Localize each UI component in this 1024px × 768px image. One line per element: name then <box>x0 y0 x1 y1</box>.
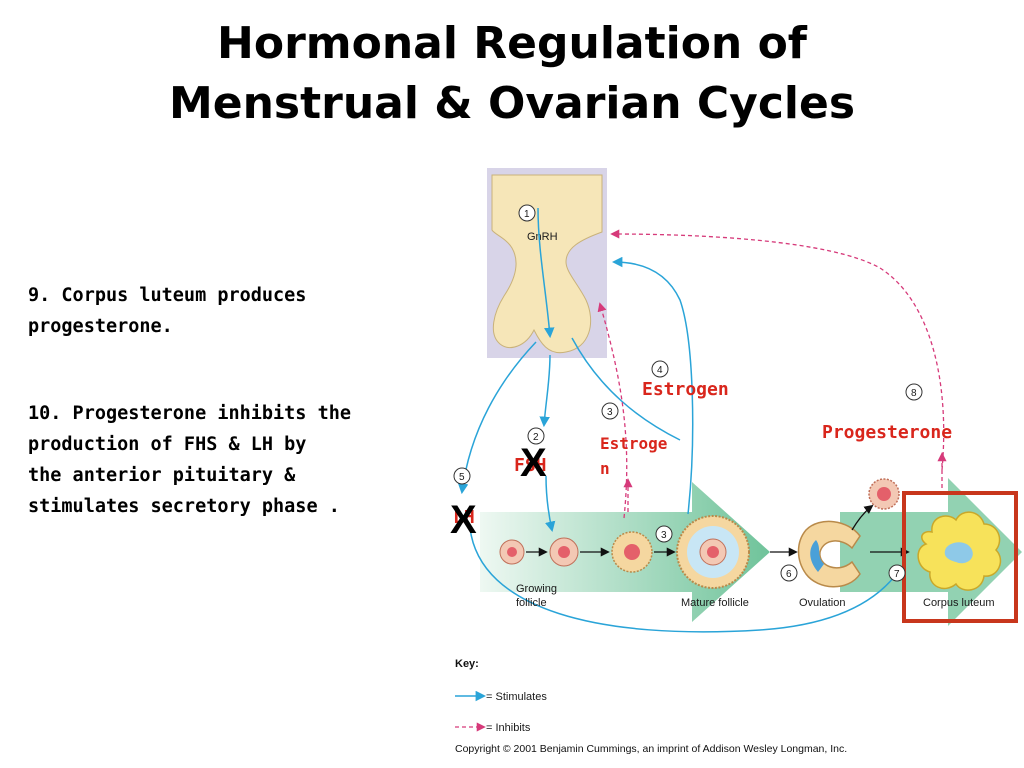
ovulation-label: Ovulation <box>799 597 845 609</box>
lh-to-luteum-arrow <box>469 527 900 633</box>
svg-text:6: 6 <box>786 569 792 580</box>
svg-text:3: 3 <box>661 530 667 541</box>
mature-follicle-shape <box>676 515 750 589</box>
key-heading: Key: <box>455 658 479 670</box>
step-7: 7 <box>888 564 906 582</box>
title-line-1: Hormonal Regulation of <box>217 18 807 69</box>
svg-text:4: 4 <box>657 365 663 376</box>
copyright-text: Copyright © 2001 Benjamin Cummings, an i… <box>455 743 847 755</box>
corpus-luteum-highlight <box>902 491 1018 623</box>
step-8: 8 <box>905 383 923 401</box>
step-6: 6 <box>780 564 798 582</box>
corpus-luteum-cavity <box>944 542 973 564</box>
title-line-2: Menstrual & Ovarian Cycles <box>168 78 856 129</box>
step-4: 4 <box>651 360 669 378</box>
estrogen-stimulate-arrow <box>611 256 694 515</box>
follicle-1 <box>499 539 525 565</box>
lh-cross-mark: X <box>450 498 477 542</box>
slide-title: Hormonal Regulation of Menstrual & Ovari… <box>0 14 1024 134</box>
growing-follicle-label-1: Growing <box>516 583 557 595</box>
estrogen-label-split-2: n <box>600 459 610 478</box>
step-2: 2 <box>527 427 545 445</box>
point-9-text: 9. Corpus luteum produces progesterone. <box>28 285 307 337</box>
lh-to-ovulation-arrow <box>571 337 681 441</box>
point-10-text: 10. Progesterone inhibits the production… <box>28 403 352 517</box>
released-ovum <box>868 478 900 510</box>
gnrh-arrow <box>537 207 555 339</box>
fsh-label: FSH <box>514 455 547 476</box>
mature-follicle-label: Mature follicle <box>681 597 749 609</box>
step-5: 5 <box>453 467 471 485</box>
progesterone-label: Progesterone <box>822 422 952 443</box>
svg-text:8: 8 <box>911 388 917 399</box>
svg-text:5: 5 <box>459 472 465 483</box>
key-stimulates-label: = Stimulates <box>486 691 547 703</box>
ovum-release-arrow <box>851 504 874 531</box>
step-1: 1 <box>518 204 536 222</box>
fsh-arrow <box>539 354 551 428</box>
key-inhibits-label: = Inhibits <box>486 722 531 734</box>
estrogen-label-top: Estrogen <box>642 379 729 400</box>
ovulation-shape <box>797 520 861 588</box>
lh-label: LH <box>453 507 475 528</box>
pituitary-gland <box>491 174 603 354</box>
follicle-2 <box>549 537 579 567</box>
fsh-to-follicle-arrow <box>545 475 556 533</box>
fsh-cross-mark: X <box>520 441 547 485</box>
estrogen-inhibit-arrow <box>597 302 628 519</box>
step-3-lower: 3 <box>655 525 673 543</box>
corpus-luteum-label: Corpus luteum <box>923 597 995 609</box>
growing-follicle-label-2: follicle <box>516 597 547 609</box>
step-3-upper: 3 <box>601 402 619 420</box>
estrogen-label-split-1: Estroge <box>600 434 667 453</box>
svg-text:1: 1 <box>524 209 530 220</box>
svg-text:2: 2 <box>533 432 539 443</box>
gnrh-label: GnRH <box>527 231 558 243</box>
svg-text:7: 7 <box>894 569 900 580</box>
svg-text:3: 3 <box>607 407 613 418</box>
follicle-3 <box>611 531 653 573</box>
